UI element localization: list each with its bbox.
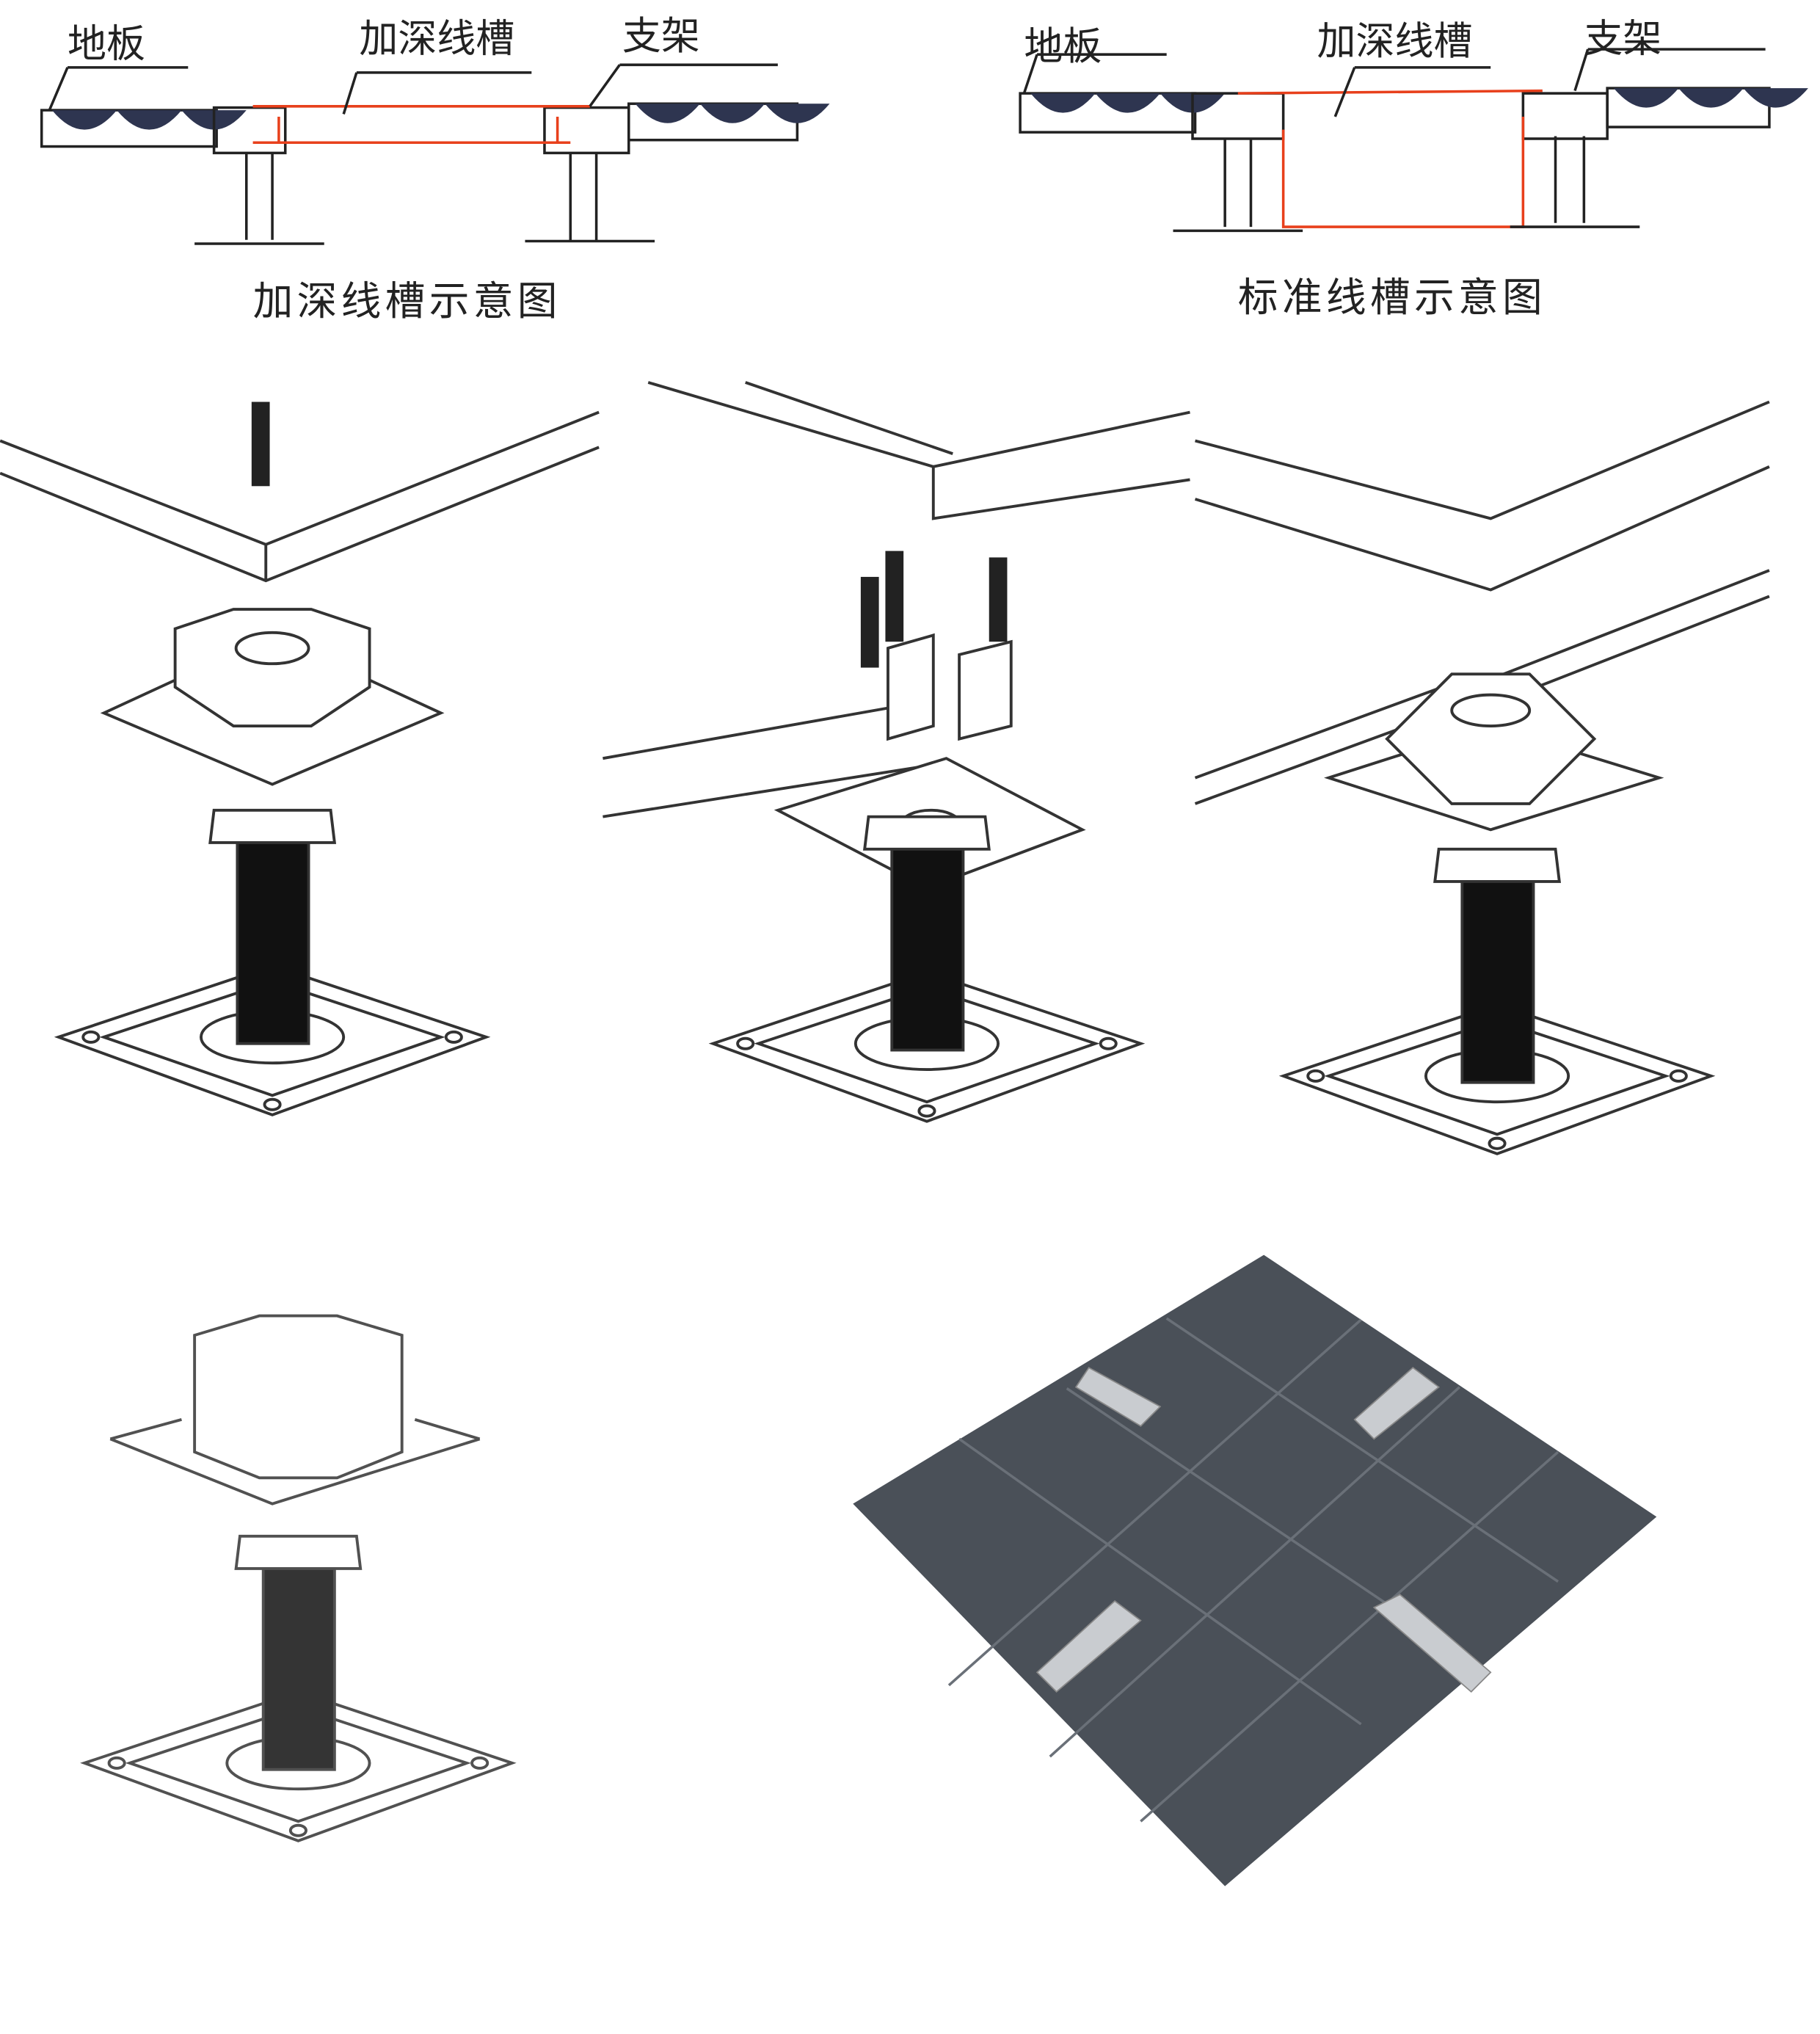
standard-trough-section-diagram: 地板 加深线槽 支架 标准线槽示意图 <box>1019 17 1808 321</box>
pedestal-with-stringer-illustration <box>603 381 1190 1123</box>
screw-icon <box>989 557 1008 642</box>
floor-panel-left <box>1030 93 1226 113</box>
pedestal-with-cross-head-illustration <box>0 402 600 1116</box>
floor-panel-right <box>635 103 830 123</box>
label-floor: 地板 <box>68 22 145 67</box>
caption-deep-trough: 加深线槽示意图 <box>253 277 561 324</box>
cable-trough <box>1035 1367 1492 1693</box>
raised-floor-tile-assembly-photo <box>853 1254 1657 1886</box>
pedestal-sketch-illustration <box>83 1314 514 1842</box>
label-deep-trough: 加深线槽 <box>359 17 514 62</box>
label-deep-trough: 加深线槽 <box>1317 19 1473 64</box>
screw-icon <box>885 551 904 642</box>
pedestal-assembled-illustration <box>1194 400 1770 1155</box>
screw-icon <box>251 402 270 487</box>
label-floor: 地板 <box>1024 24 1102 69</box>
label-bracket: 支架 <box>1584 17 1661 62</box>
floor-panel-right <box>1613 88 1808 108</box>
label-bracket: 支架 <box>622 14 700 59</box>
screw-icon <box>860 576 879 668</box>
caption-standard-trough: 标准线槽示意图 <box>1238 274 1546 321</box>
floor-panel-left <box>51 110 247 130</box>
deep-trough-section-diagram: 地板 加深线槽 支架 加深线槽示意图 <box>40 14 830 324</box>
